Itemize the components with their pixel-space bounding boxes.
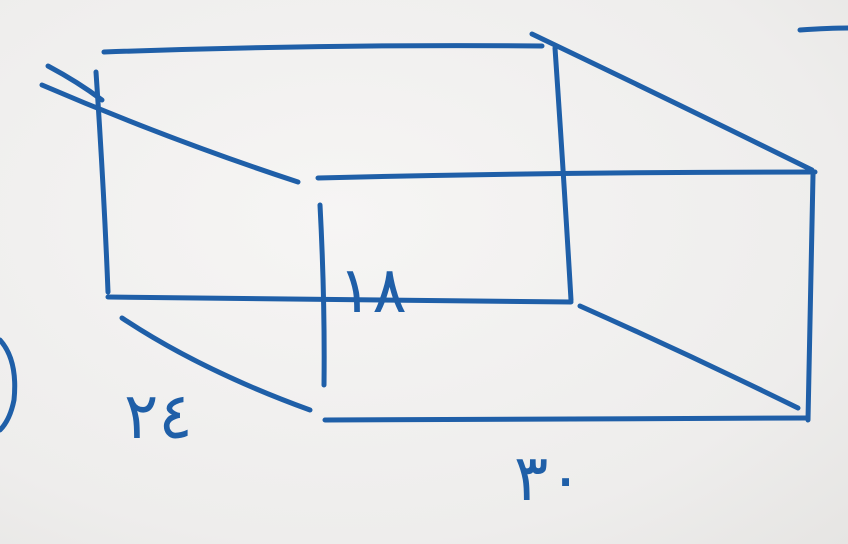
length-label: ٣٠ (514, 442, 583, 516)
front-top-edge (315, 169, 818, 181)
back-left-edge (93, 69, 111, 295)
top-right-corner-mark (797, 25, 848, 33)
front-right-edge (805, 172, 816, 423)
back-top-edge (101, 43, 545, 55)
top-left-depth-stroke (45, 63, 105, 103)
left-edge-fragment (0, 337, 18, 433)
front-left-edge (317, 202, 327, 388)
top-left-depth-edge (39, 82, 301, 185)
back-right-edge (552, 45, 574, 303)
bottom-right-depth-edge (577, 303, 801, 411)
height-label: ١٨ (338, 254, 407, 328)
top-right-depth-edge (529, 31, 815, 173)
back-bottom-edge (105, 294, 574, 305)
depth-label: ٢٤ (124, 380, 193, 454)
bottom-left-depth-edge (119, 315, 313, 413)
front-bottom-edge (322, 415, 809, 423)
